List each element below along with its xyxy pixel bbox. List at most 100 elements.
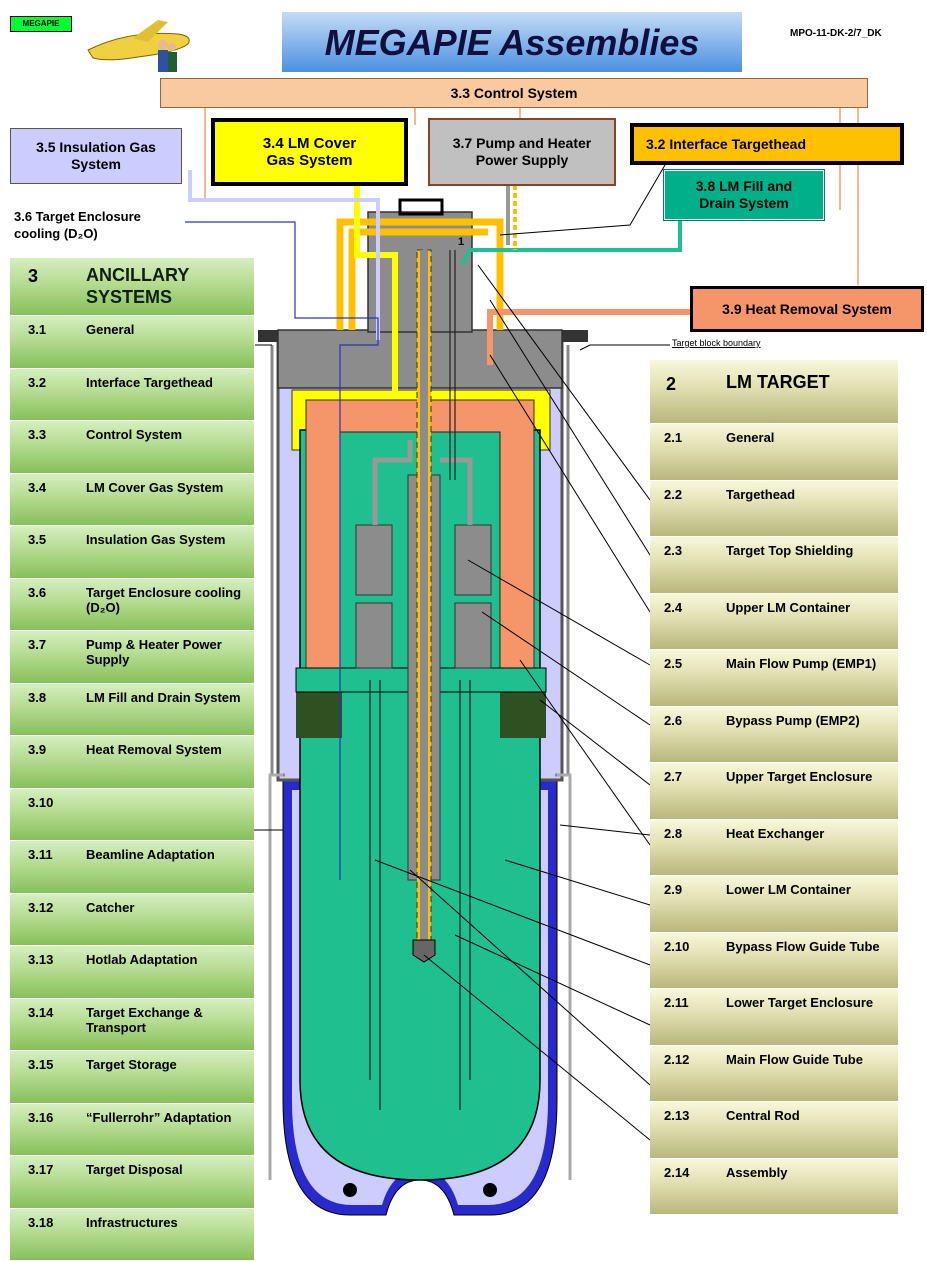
pump-heater-box: 3.7 Pump and Heater Power Supply	[428, 118, 616, 186]
target-block-boundary-line	[580, 345, 670, 350]
ancillary-item: 3.16 “Fullerrohr” Adaptation	[10, 1104, 254, 1157]
ancillary-item-num: 3.18	[28, 1215, 53, 1230]
page-title: MEGAPIE Assemblies	[282, 12, 742, 72]
lm-target-item-num: 2.3	[664, 543, 682, 558]
ancillary-item-num: 3.13	[28, 952, 53, 967]
lm-target-item-num: 2.13	[664, 1108, 689, 1123]
ancillary-item-num: 3.6	[28, 585, 46, 600]
lm-cover-gas-box: 3.4 LM Cover Gas System	[211, 118, 408, 186]
lm-target-item-label: Main Flow Guide Tube	[726, 1052, 896, 1067]
interface-targethead-box: 3.2 Interface Targethead	[630, 123, 904, 165]
bypass-pump-lower	[455, 603, 491, 668]
ancillary-item: 3.2 Interface Targethead	[10, 369, 254, 422]
lm-target-item-label: Heat Exchanger	[726, 826, 896, 841]
lm-target-item-label: Upper Target Enclosure	[726, 769, 896, 784]
ancillary-item-label: Beamline Adaptation	[86, 847, 256, 862]
ancillary-item-num: 3.10	[28, 795, 53, 810]
ancillary-item-label: Hotlab Adaptation	[86, 952, 256, 967]
lm-target-item-label: Bypass Flow Guide Tube	[726, 939, 896, 954]
main-flow-pump-lower	[356, 603, 392, 668]
lm-target-item: 2.8 Heat Exchanger	[650, 820, 898, 877]
target-enclosure-cooling-label: 3.6 Target Enclosure cooling (D₂O)	[14, 208, 190, 242]
lower-right-pipe	[557, 775, 570, 1180]
lm-target-item-label: Upper LM Container	[726, 600, 896, 615]
central-rod	[420, 250, 428, 940]
lm-target-header-title: LM TARGET	[726, 372, 830, 393]
ancillary-item-num: 3.17	[28, 1162, 53, 1177]
lm-target-item-num: 2.6	[664, 713, 682, 728]
lm-target-item-num: 2.1	[664, 430, 682, 445]
ancillary-item-num: 3.4	[28, 480, 46, 495]
lm-target-item: 2.12 Main Flow Guide Tube	[650, 1046, 898, 1103]
ancillary-item-label: LM Cover Gas System	[86, 480, 256, 495]
ancillary-item-label: Heat Removal System	[86, 742, 256, 757]
control-system-box: 3.3 Control System	[160, 78, 868, 108]
ancillary-item-num: 3.12	[28, 900, 53, 915]
ancillary-item-label: “Fullerrohr” Adaptation	[86, 1110, 256, 1125]
ancillary-item-num: 3.7	[28, 637, 46, 652]
ancillary-item-num: 3.16	[28, 1110, 53, 1125]
lm-target-item-label: Target Top Shielding	[726, 543, 896, 558]
lm-target-item-num: 2.9	[664, 882, 682, 897]
lm-target-item: 2.3 Target Top Shielding	[650, 537, 898, 594]
lm-target-item-num: 2.8	[664, 826, 682, 841]
fill-drain-pipe	[462, 208, 680, 265]
ancillary-item: 3.13 Hotlab Adaptation	[10, 946, 254, 999]
lm-target-item-label: General	[726, 430, 896, 445]
ancillary-item-label: Target Exchange & Transport	[86, 1005, 256, 1035]
bypass-pump	[455, 525, 491, 595]
ancillary-item: 3.12 Catcher	[10, 894, 254, 947]
lm-target-item: 2.9 Lower LM Container	[650, 876, 898, 933]
targethead-mark: 1	[458, 236, 464, 248]
ancillary-item-label: Catcher	[86, 900, 256, 915]
hx-bottom-right	[500, 692, 546, 738]
ancillary-item-label: Interface Targethead	[86, 375, 256, 390]
ancillary-item: 3.14 Target Exchange & Transport	[10, 999, 254, 1052]
bolt-right	[482, 1182, 498, 1198]
ancillary-item-num: 3.2	[28, 375, 46, 390]
ancillary-item: 3.8 LM Fill and Drain System	[10, 684, 254, 737]
lm-target-item: 2.1 General	[650, 424, 898, 481]
hx-bottom-left	[296, 692, 342, 738]
lm-target-item-num: 2.5	[664, 656, 682, 671]
lm-target-item-num: 2.7	[664, 769, 682, 784]
lm-target-item-label: Lower LM Container	[726, 882, 896, 897]
ancillary-item-label: Insulation Gas System	[86, 532, 256, 547]
bolt-left	[342, 1182, 358, 1198]
lm-fill-drain-box: 3.8 LM Fill and Drain System	[664, 170, 824, 220]
ancillary-item-num: 3.3	[28, 427, 46, 442]
lm-target-item-num: 2.4	[664, 600, 682, 615]
lm-target-item-label: Central Rod	[726, 1108, 896, 1123]
ancillary-item-label: General	[86, 322, 256, 337]
ancillary-header: 3 ANCILLARY SYSTEMS	[10, 258, 254, 316]
ancillary-item-label: LM Fill and Drain System	[86, 690, 256, 705]
ancillary-header-title: ANCILLARY SYSTEMS	[86, 264, 216, 308]
target-block-boundary-label: Target block boundary	[672, 338, 761, 348]
ancillary-item-label: Target Disposal	[86, 1162, 256, 1177]
ancillary-item-num: 3.14	[28, 1005, 53, 1020]
ancillary-item: 3.10	[10, 789, 254, 842]
marker-dot	[412, 1162, 415, 1165]
ancillary-header-num: 3	[28, 266, 38, 287]
lm-target-header-num: 2	[666, 374, 676, 395]
logo: MEGAPIE	[8, 12, 198, 74]
lm-target-item-num: 2.11	[664, 995, 689, 1010]
lm-target-item-num: 2.12	[664, 1052, 689, 1067]
ancillary-item-num: 3.8	[28, 690, 46, 705]
ancillary-item: 3.17 Target Disposal	[10, 1156, 254, 1209]
lm-target-item-num: 2.2	[664, 487, 682, 502]
ancillary-item-num: 3.15	[28, 1057, 53, 1072]
lm-target-item-num: 2.10	[664, 939, 689, 954]
